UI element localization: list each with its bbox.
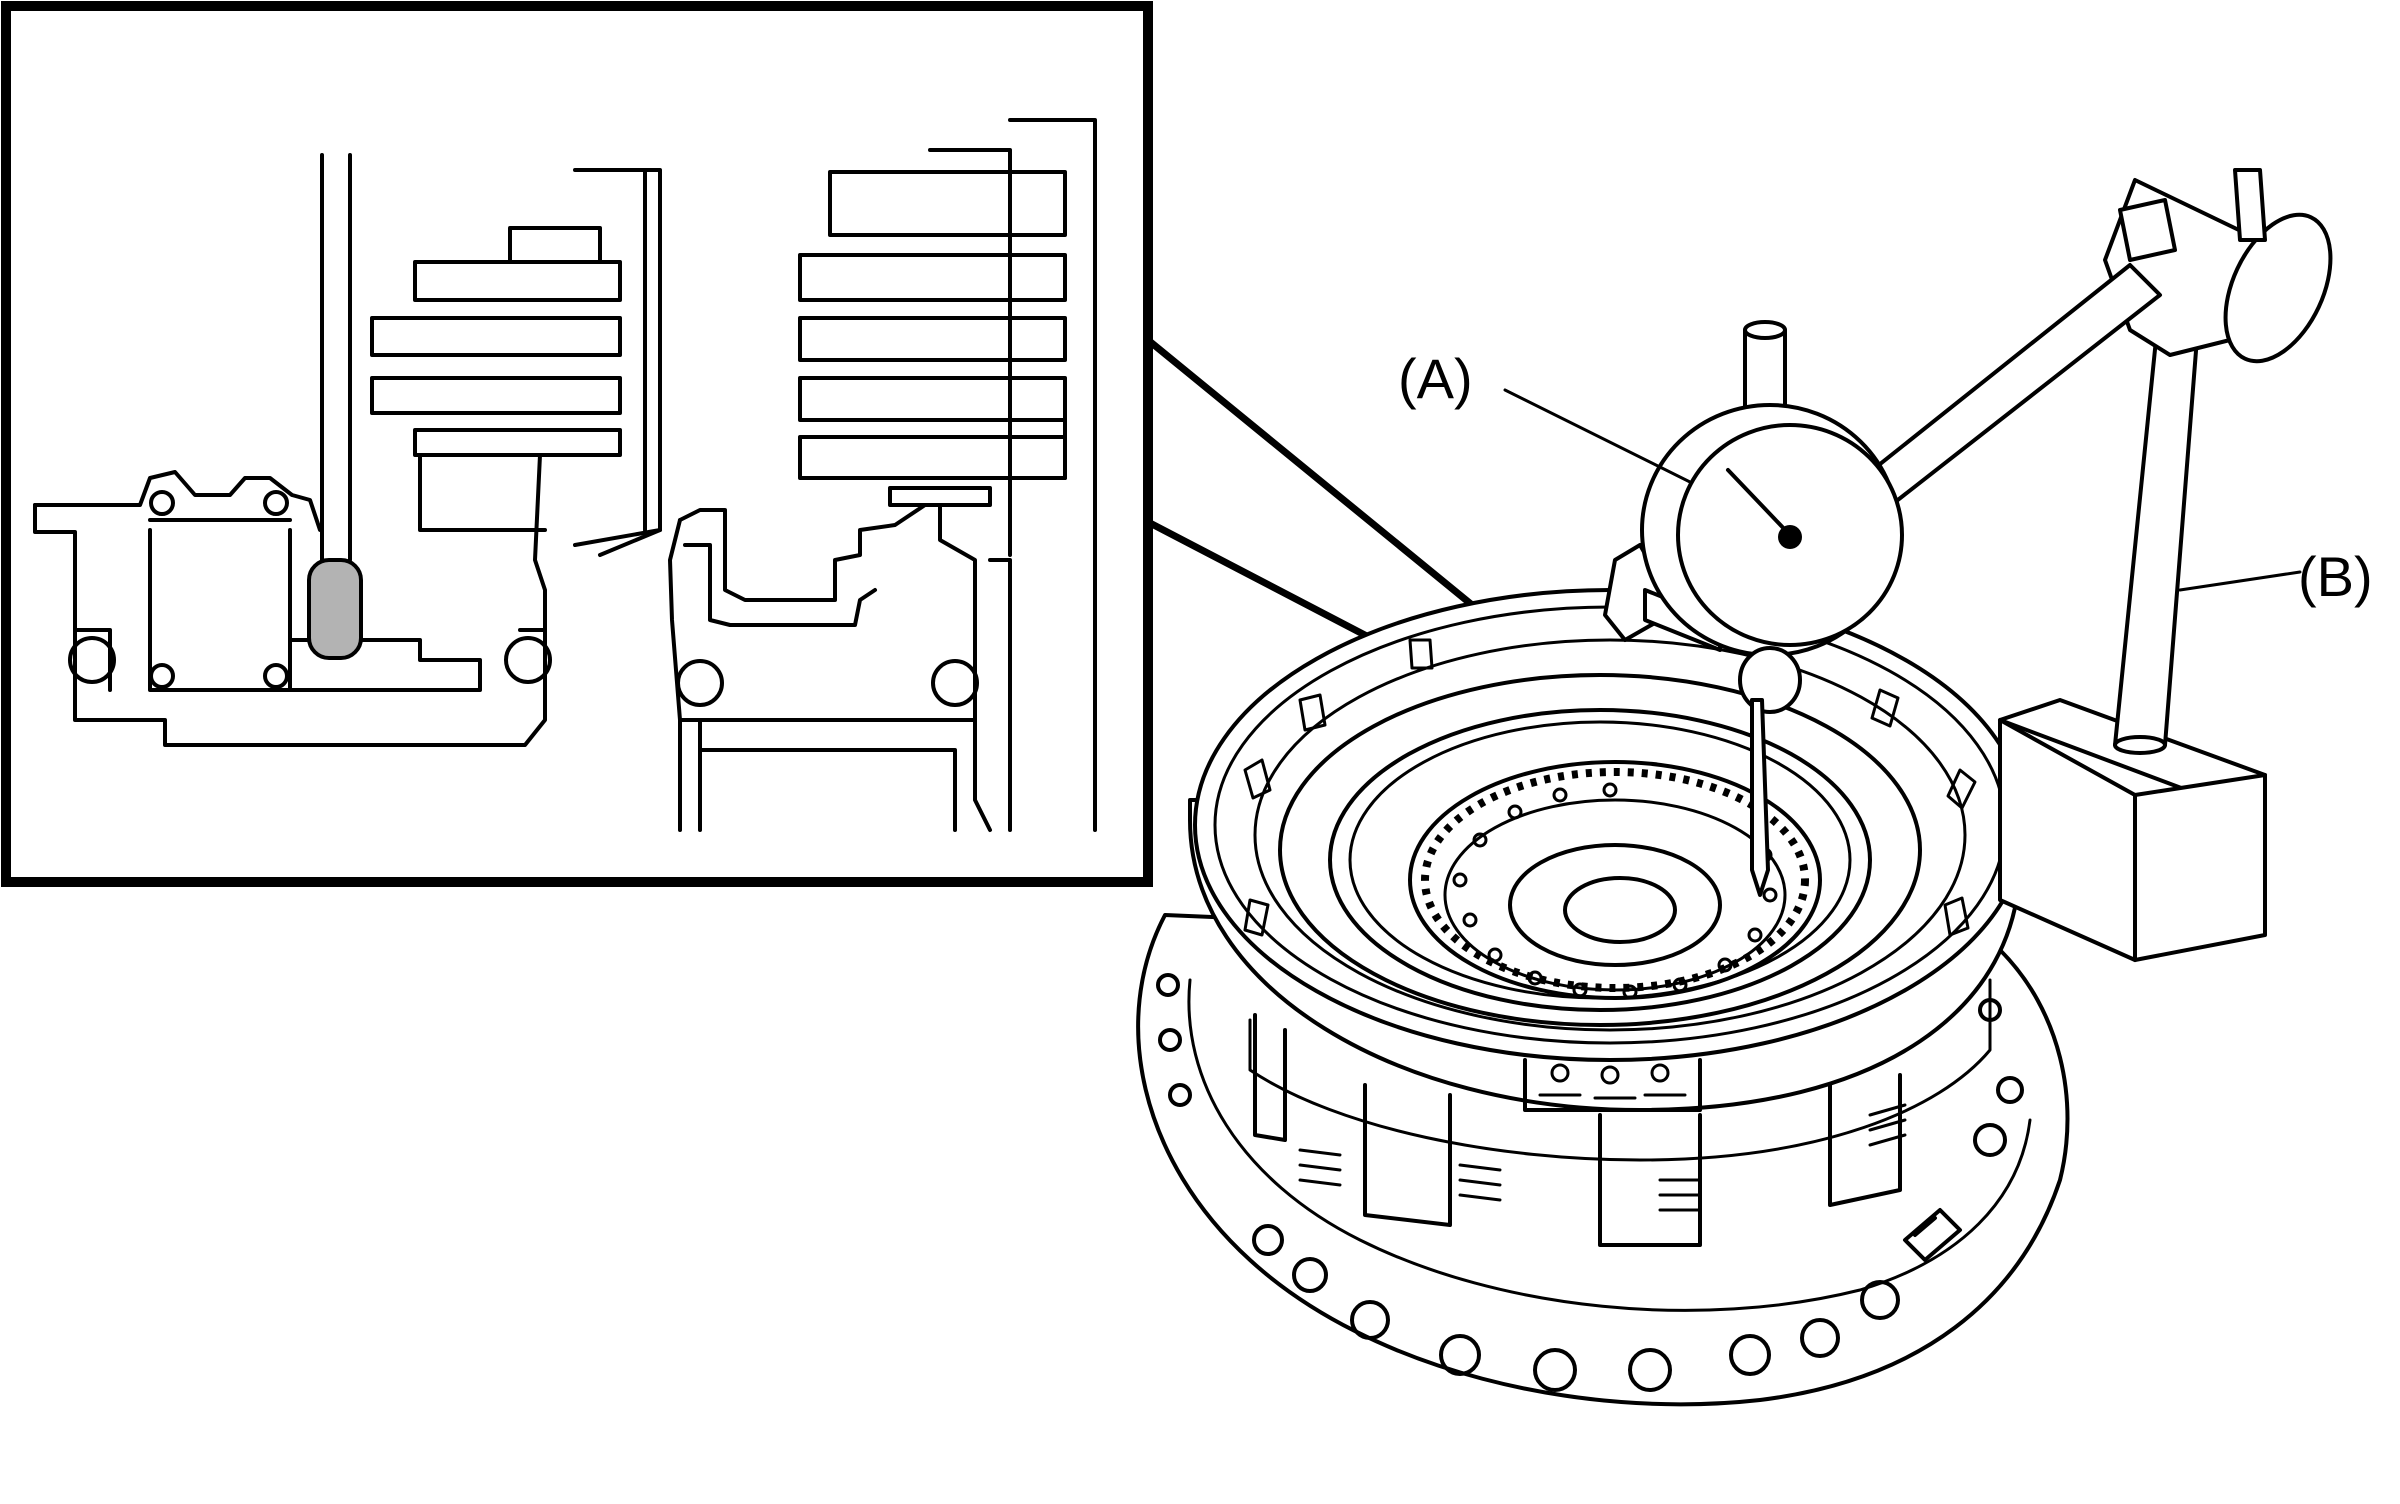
callout-a: (A): [1398, 347, 1692, 484]
inset-cross-section: [33, 118, 1097, 832]
dial-gauge: [1603, 320, 1904, 897]
leader-line-a: [1503, 388, 1692, 484]
bolt-holes: [1452, 782, 1778, 1000]
clutch-drum-assembly: [1136, 588, 2070, 1407]
callout-b: (B): [2178, 545, 2373, 608]
leader-line-b: [2178, 570, 2302, 592]
label-a: (A): [1398, 347, 1473, 410]
label-b: (B): [2298, 545, 2373, 608]
rim-splines: [1243, 638, 1977, 937]
drum-lugs: [1253, 1013, 1907, 1247]
gauge-pivot: [1778, 525, 1802, 549]
probe-tip: [307, 558, 363, 660]
magnetic-stand: [1858, 168, 2333, 962]
